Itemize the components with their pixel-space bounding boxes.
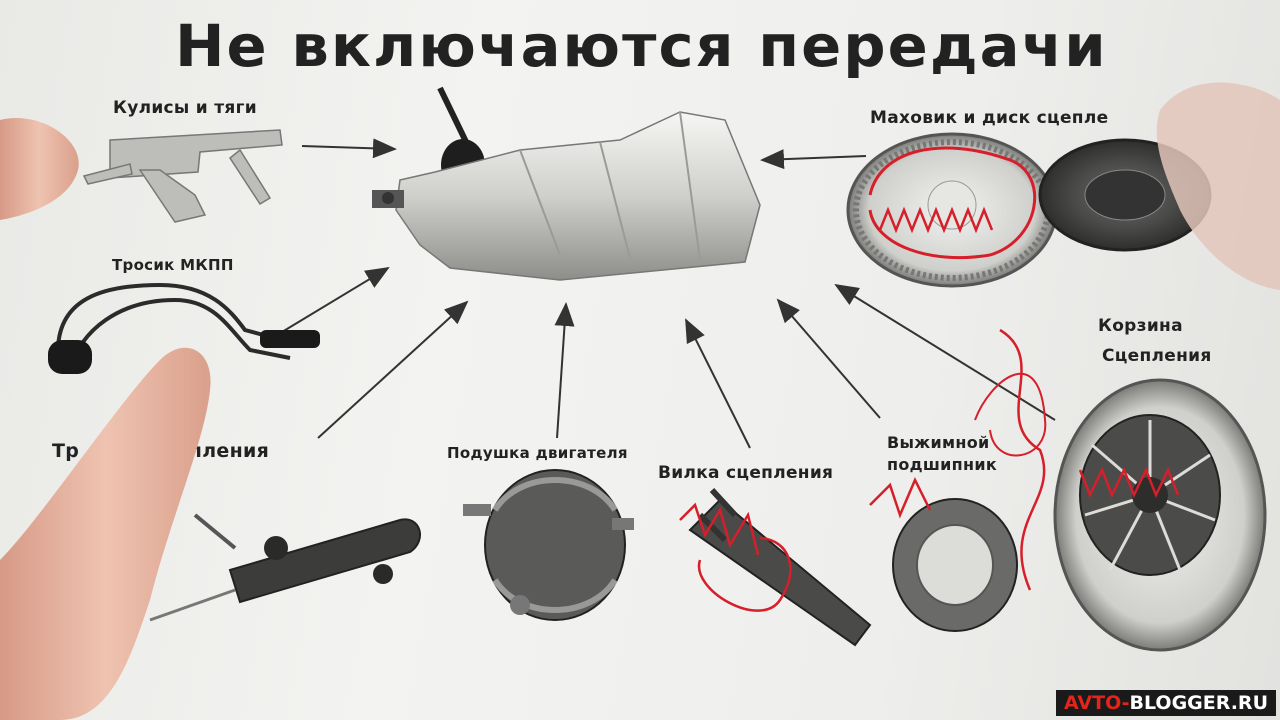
label-flywheel: Маховик и диск сцепле [870,108,1109,128]
label-linkage: Кулисы и тяги [113,98,258,118]
poster-title: Не включаются передачи [175,12,1108,80]
flywheel-image [846,132,1212,288]
label-clutch-fork: Вилка сцепления [658,463,834,483]
watermark-part-1: AVTO- [1064,692,1130,714]
label-release-bearing-2: подшипник [887,455,998,474]
watermark-part-2: BLOGGER.RU [1129,692,1269,714]
clutch-cylinder-image [149,513,421,622]
label-engine-mount: Подушка двигателя [447,444,628,462]
clutch-fork-image [679,487,872,647]
pressure-plate-image [1053,378,1267,652]
release-bearing-image [869,328,1047,632]
watermark: AVTO-BLOGGER.RU [1056,690,1276,716]
label-cable: Тросик МКПП [112,256,234,274]
gearbox-image [372,86,761,281]
cable-image [48,282,320,374]
label-release-bearing-1: Выжимной [887,433,990,452]
engine-mount-image [463,469,634,621]
linkage-image [82,129,283,223]
label-pressure-plate-2: Сцепления [1102,346,1212,366]
label-pressure-plate-1: Корзина [1098,316,1183,336]
hand-image [0,82,1280,720]
